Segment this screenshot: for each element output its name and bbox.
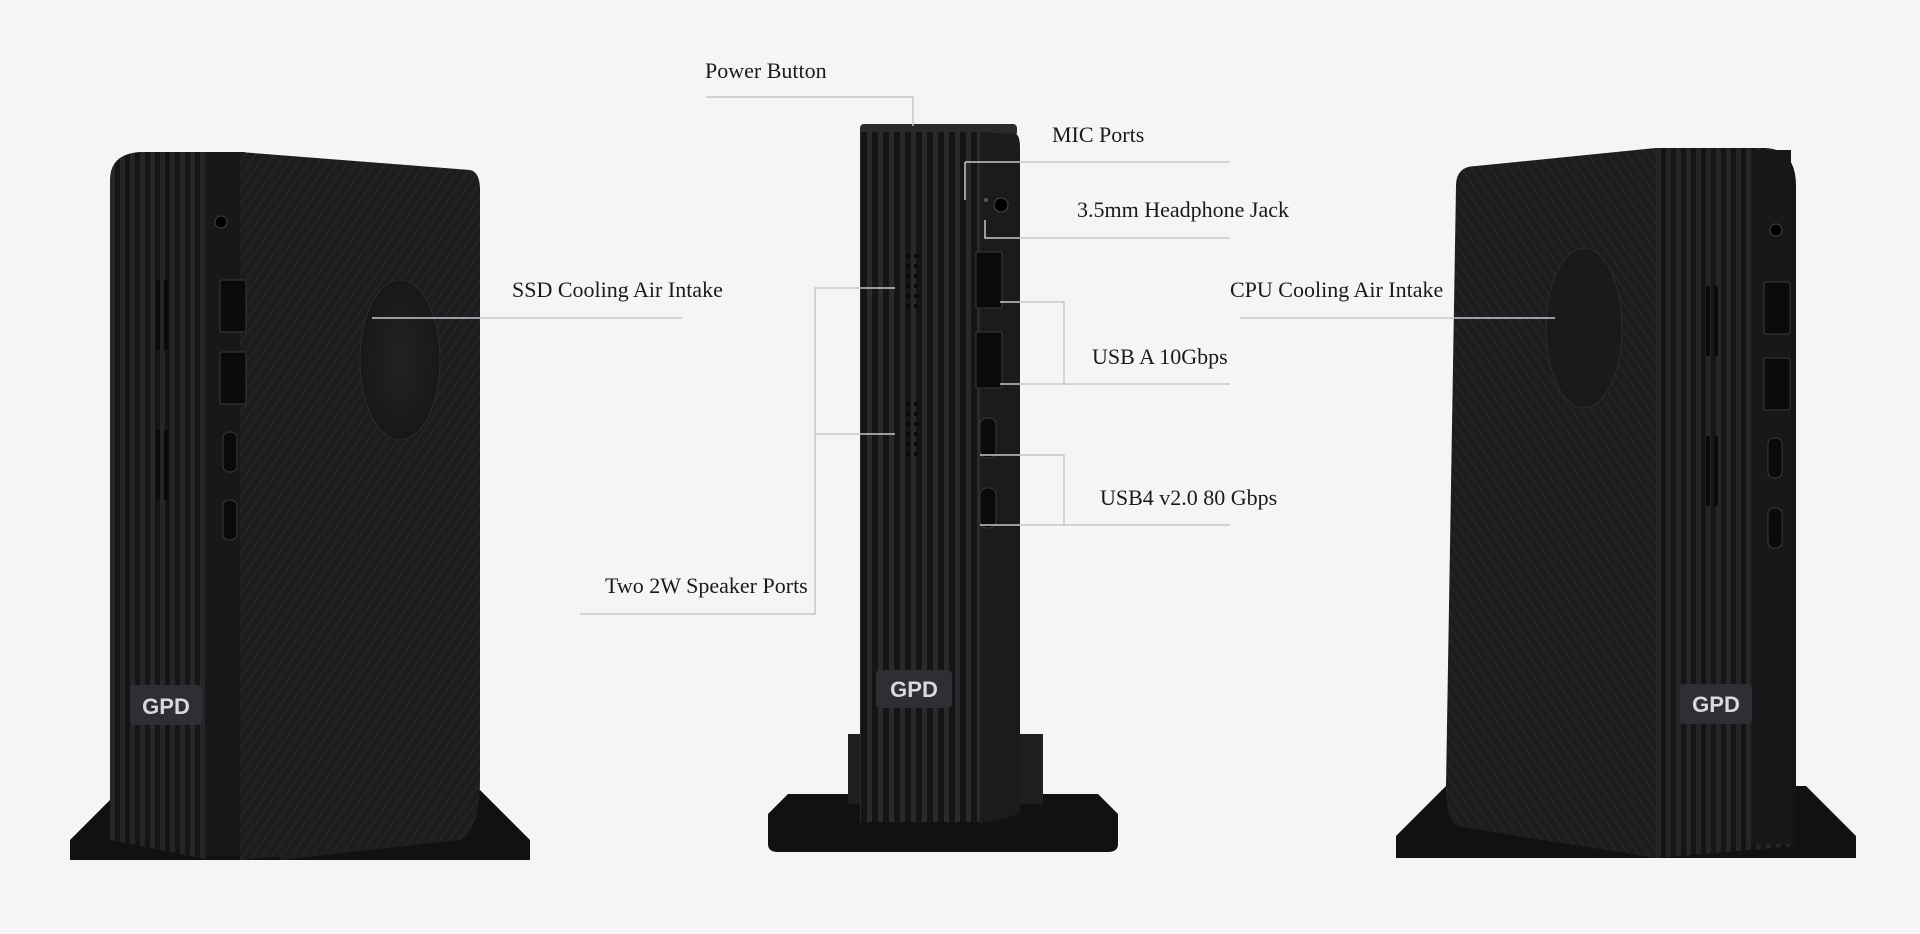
- device-left-view: GPD: [70, 152, 530, 860]
- label-usb4: USB4 v2.0 80 Gbps: [1100, 485, 1278, 510]
- logo-text-right: GPD: [1692, 692, 1740, 717]
- label-cpu-intake: CPU Cooling Air Intake: [1230, 277, 1444, 302]
- device-center-view: GPD: [768, 124, 1118, 852]
- logo-text-left: GPD: [142, 694, 190, 719]
- leader-power-button: [706, 96, 914, 126]
- label-speakers: Two 2W Speaker Ports: [605, 573, 808, 598]
- label-ssd-intake: SSD Cooling Air Intake: [512, 277, 723, 302]
- label-mic-ports: MIC Ports: [1052, 122, 1145, 147]
- label-power-button: Power Button: [705, 58, 827, 83]
- label-usb-a: USB A 10Gbps: [1092, 344, 1228, 369]
- device-right-view: GPD: [1396, 148, 1856, 858]
- label-headphone-jack: 3.5mm Headphone Jack: [1077, 197, 1289, 222]
- logo-text-center: GPD: [890, 677, 938, 702]
